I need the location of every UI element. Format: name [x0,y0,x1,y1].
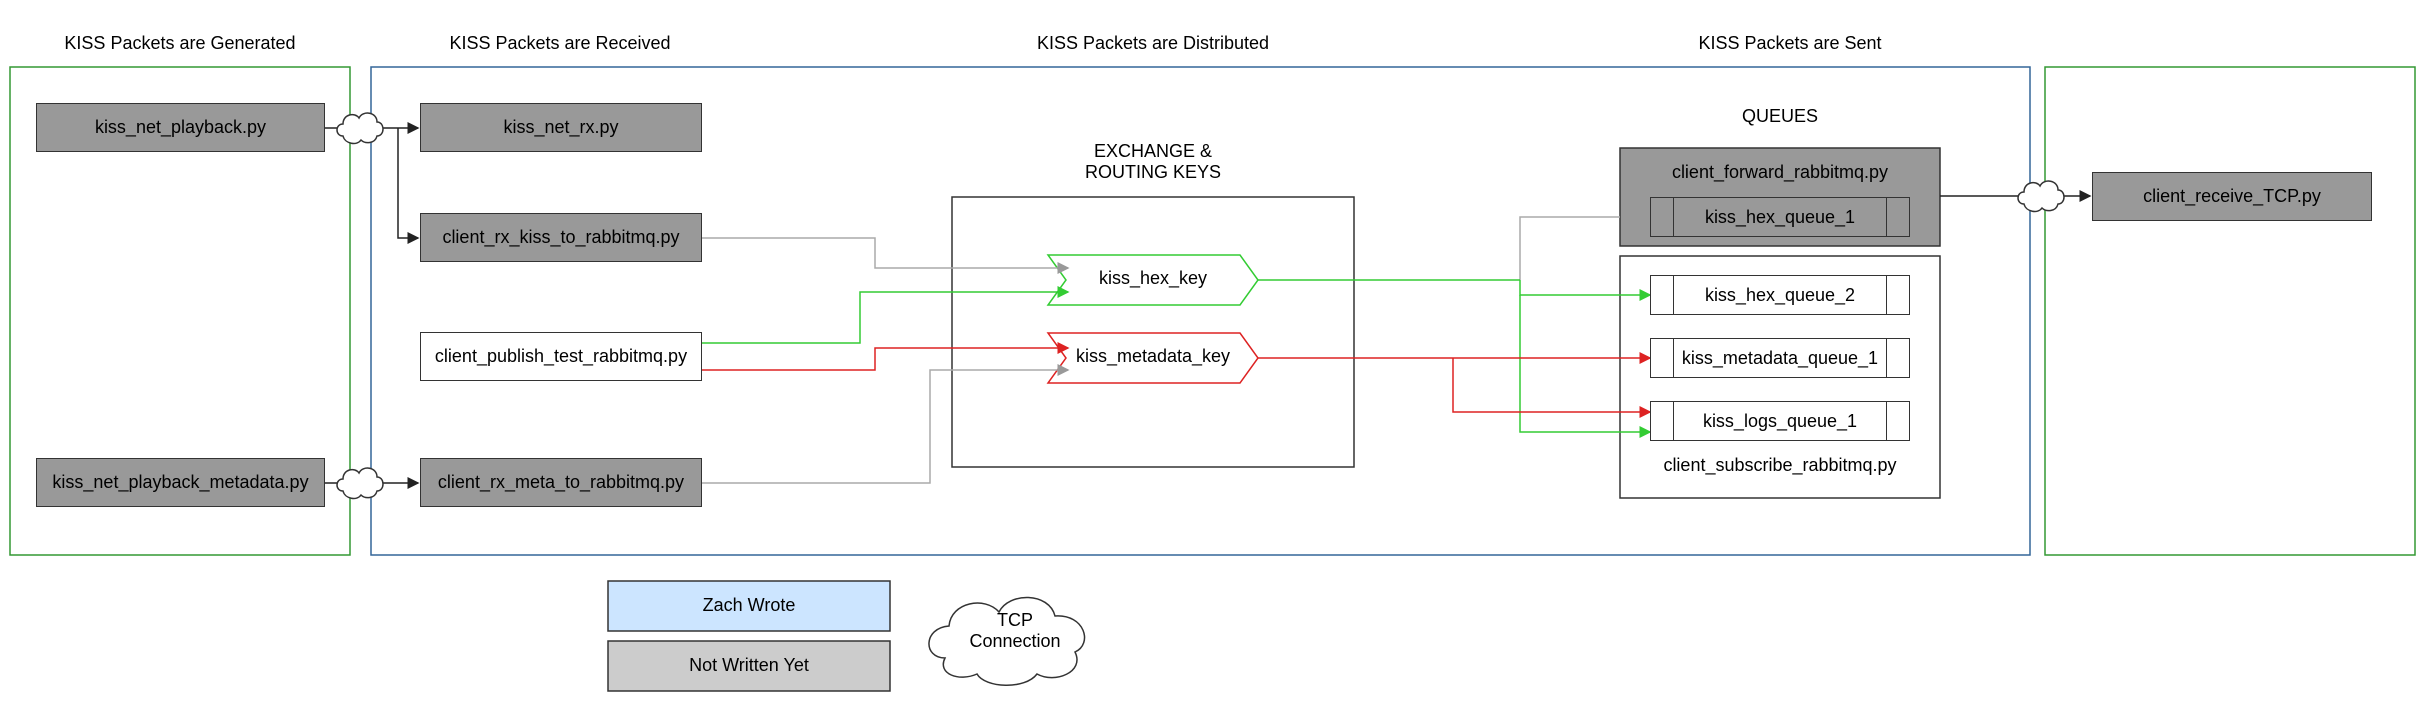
routing-key-metadata[interactable]: kiss_metadata_key [1075,346,1231,366]
node-kiss-net-playback-metadata[interactable]: kiss_net_playback_metadata.py [36,458,325,507]
edge-cloud-rxkiss [397,128,420,244]
cloud-icon [2017,180,2065,213]
section-title-generated: KISS Packets are Generated [64,33,296,53]
legend-zach-wrote: Zach Wrote [702,595,796,615]
cloud-icon [336,112,384,145]
legend-tcp-line1: TCP [997,610,1033,630]
edge-rxmeta-metakey [702,364,1070,484]
frame-generated [9,66,351,556]
queue-divider-left [1673,276,1674,314]
edge-rxkiss-hexkey [702,237,1070,274]
hex-key-shape [1046,254,1259,306]
exchange-container [951,196,1355,468]
queue-divider-right [1886,198,1887,236]
legend-zach-box [607,580,891,632]
node-client-publish-test[interactable]: client_publish_test_rabbitmq.py [420,332,702,381]
queue-divider-left [1673,402,1674,440]
section-title-distributed: KISS Packets are Distributed [1036,33,1270,53]
edge-hex-logs [1519,295,1652,438]
queue-divider-right [1886,402,1887,440]
frame-sent [2044,66,2416,556]
node-kiss-net-rx[interactable]: kiss_net_rx.py [420,103,702,152]
exchange-title-line2: ROUTING KEYS [1084,162,1222,182]
edge-publish-metakey [702,342,1070,371]
edge-forward-hexkey [1519,216,1620,280]
node-client-rx-kiss[interactable]: client_rx_kiss_to_rabbitmq.py [420,213,702,262]
queue-logs-1[interactable]: kiss_logs_queue_1 [1650,401,1910,441]
subscribe-queue-container [1619,255,1941,499]
queue-label: kiss_hex_queue_1 [1704,206,1856,227]
section-title-received: KISS Packets are Received [449,33,671,53]
queue-divider-left [1673,198,1674,236]
queue-hex-1[interactable]: kiss_hex_queue_1 [1650,197,1910,237]
legend-tcp-line2: Connection [969,631,1061,651]
queue-divider-right [1886,339,1887,377]
routing-key-hex[interactable]: kiss_hex_key [1098,268,1208,288]
queue-label: kiss_logs_queue_1 [1702,410,1858,431]
exchange-title-line1: EXCHANGE & [1093,141,1213,161]
queue-metadata-1[interactable]: kiss_metadata_queue_1 [1650,338,1910,378]
queue-label: kiss_hex_queue_2 [1704,284,1856,305]
edge-hex-queue2 [1519,280,1652,301]
node-client-subscribe[interactable]: client_subscribe_rabbitmq.py [1663,455,1897,475]
queue-hex-2[interactable]: kiss_hex_queue_2 [1650,275,1910,315]
frame-main [370,66,2031,556]
queue-label: kiss_metadata_queue_1 [1681,347,1879,368]
legend-not-written: Not Written Yet [689,655,809,675]
node-client-rx-meta[interactable]: client_rx_meta_to_rabbitmq.py [420,458,702,507]
section-title-sent: KISS Packets are Sent [1698,33,1882,53]
node-client-forward[interactable]: client_forward_rabbitmq.py [1671,162,1889,182]
edge-metakey-logs [1452,358,1652,418]
edge-publish-hexkey [702,286,1070,344]
metadata-key-shape [1046,332,1259,384]
queues-title: QUEUES [1741,106,1819,126]
queue-divider-left [1673,339,1674,377]
node-client-receive-tcp[interactable]: client_receive_TCP.py [2092,172,2372,221]
cloud-icon [336,467,384,500]
cloud-icon [928,596,1086,686]
queue-divider-right [1886,276,1887,314]
node-kiss-net-playback[interactable]: kiss_net_playback.py [36,103,325,152]
legend-notwritten-box [607,640,891,692]
